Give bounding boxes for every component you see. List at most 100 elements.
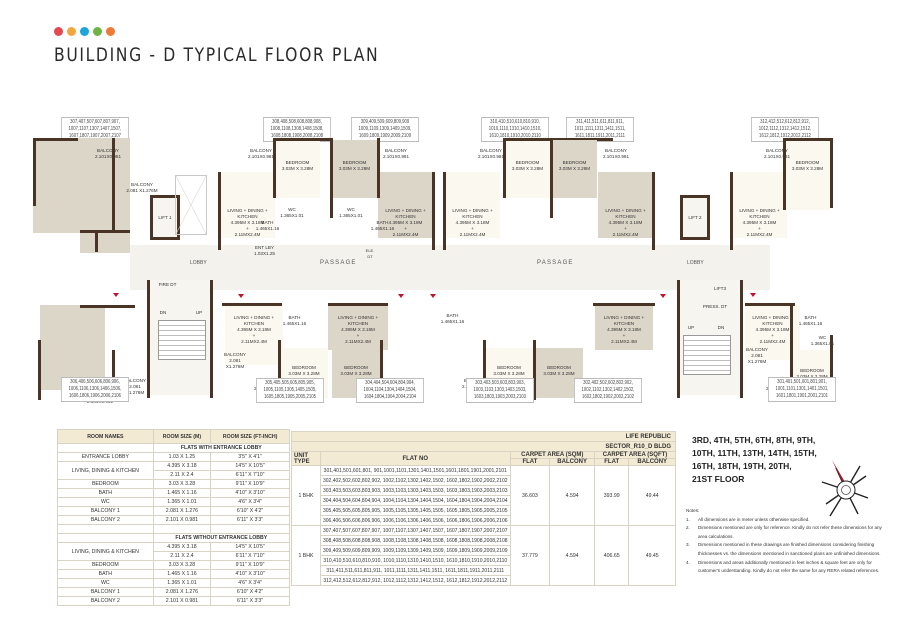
passage-area [130, 245, 770, 290]
flat-311-bedroom-label: BEDROOM 3.03M X 3.28M [558, 160, 591, 171]
col-carpet-sqft: CARPET AREA (SQFT) [594, 451, 676, 459]
color-dots [54, 27, 115, 36]
wall [483, 340, 486, 400]
flat-311-bedroom [552, 140, 597, 198]
wall [210, 280, 213, 398]
floor-plan: 307,407,507,607,807,907, 1007,1107,1307,… [20, 110, 883, 430]
wall [147, 280, 150, 398]
col-flat-no: FLAT NO [319, 451, 511, 466]
flat-label-top-1: 307,407,507,607,807,907, 1007,1107,1307,… [61, 117, 129, 142]
flat-303-bath: BATH 1.465X1.16 [440, 313, 465, 324]
col-carpet-sqm: CARPET AREA (SQM) [509, 451, 596, 459]
lobby-label-left: LOBBY [190, 260, 207, 266]
room-size-ft: 6'10" X 4'2" [210, 506, 290, 516]
wall [80, 305, 135, 308]
wall [783, 138, 833, 141]
flat-308-bath: BATH 1.465X1.16 [255, 220, 280, 231]
note-item: 4.Dimensions and areas additionally ment… [686, 559, 886, 576]
flat-308-living-label: LIVING + DINING + KITCHEN 4.395M X 3.18M… [227, 208, 268, 237]
wall [745, 303, 795, 306]
wall [443, 172, 446, 250]
notes-section: Notes: 1.All dimensions are in meter unl… [686, 507, 886, 576]
stair-up-right: UP [687, 325, 695, 330]
note-text: Dimensions mentioned in these drawings a… [698, 542, 881, 556]
flat-310-bedroom-label: BEDROOM 3.03M X 3.28M [511, 160, 544, 171]
wall [112, 138, 115, 230]
flat-label-top-3: 309,409,509,609,809,909 1009,1109,1309,1… [351, 117, 419, 142]
press-dt-label: PRESS. DT [702, 304, 728, 309]
flat-309-living [378, 172, 433, 238]
room-size-ft: 6'11" X 3'3" [210, 515, 290, 525]
flat-label-bottom-4: 303,403,503,603,803,903, 1003,1103,1303,… [466, 378, 534, 403]
flat-312-living [732, 172, 787, 238]
dot-blue [80, 27, 89, 36]
wall [112, 350, 115, 400]
ele-dt-label: ELE. DT [365, 248, 375, 259]
wall [550, 138, 553, 218]
room-name: WC [57, 578, 154, 588]
flat-304-bedroom-label: BEDROOM 3.03M X 3.28M [340, 365, 372, 376]
room-size-m: 1.365 X 1.01 [152, 578, 212, 588]
room-name: LIVING, DINING & KITCHEN [57, 542, 154, 561]
flat-305-bath: BATH 1.465X1.16 [282, 315, 307, 326]
flat-312-living-label: LIVING + DINING + KITCHEN 4.395M X 3.18M… [739, 208, 780, 237]
flat-305-living [225, 305, 283, 365]
room-size-m: 1.03 X 1.25 [152, 452, 212, 462]
unit-type: 1 BHK [291, 465, 321, 526]
room-name: WC [57, 497, 154, 507]
wall [33, 138, 78, 141]
stair-dn-right: DN [717, 325, 725, 330]
lift-1-label: LIFT 1 [158, 215, 172, 220]
flat-numbers: 303,403,503,603,803,903, 1003,1103,1303,… [319, 485, 511, 496]
room-name: BEDROOM [57, 479, 154, 489]
room-name: BALCONY 1 [57, 587, 154, 597]
flat-310-living [445, 172, 500, 238]
lift-2 [680, 195, 710, 240]
note-text: Dimensions and areas additionally mentio… [698, 559, 880, 574]
table-row: 312,412,512,612,812,912, 1012,1112,1312,… [292, 575, 676, 586]
entry-arrow-icon [398, 294, 404, 298]
room-size-ft: 4'6" X 3'4" [210, 578, 290, 588]
entry-arrow-icon [113, 293, 119, 297]
flat-308-bedroom-label: BEDROOM 3.03M X 3.28M [281, 160, 314, 171]
flat-label-top-2: 308,408,508,608,808,908, 1008,1108,1308,… [263, 117, 331, 142]
entry-arrow-icon [430, 294, 436, 298]
flat-numbers: 302,402,502,602,802,902, 1002,1102,1302,… [319, 475, 511, 486]
note-number: 3. [686, 542, 690, 548]
passage-label-left: PASSAGE [320, 260, 357, 266]
flat-309-balcony2: BALCONY 2.101X0.981 [382, 148, 410, 159]
flat-310-living-label: LIVING + DINING + KITCHEN 4.395M X 3.18M… [452, 208, 493, 237]
room-size-ft: 4'10" X 3'10" [210, 488, 290, 498]
room-size-ft: 14'5" X 10'5" [210, 461, 290, 471]
sqft-flat: 406.65 [594, 525, 630, 586]
flat-306-balcony1: BALCONY 2.081 X1.276M [124, 378, 146, 395]
flat-305-bedroom-label: BEDROOM 3.03M X 3.28M [288, 365, 320, 376]
flat-numbers: 305,405,505,605,805,905, 1005,1105,1305,… [319, 505, 511, 516]
sqm-balcony: 4.594 [549, 465, 596, 526]
room-size-ft: 9'11" X 10'9" [210, 479, 290, 489]
wall [278, 340, 281, 400]
room-size-m: 3.03 X 3.28 [152, 560, 212, 570]
project-name: LIFE REPUBLIC [291, 431, 676, 442]
room-name: BALCONY 1 [57, 506, 154, 516]
wall [222, 303, 282, 306]
unit-type: 1 BHK [291, 525, 321, 586]
flat-305-living-label: LIVING + DINING + KITCHEN 4.395M X 3.18M… [233, 315, 275, 344]
sector-name: SECTOR_R10_D BLDG [291, 441, 676, 452]
flat-312-bedroom-label: BEDROOM 3.03M X 3.28M [791, 160, 824, 171]
room-size-ft: 4'10" X 3'10" [210, 569, 290, 579]
stair-dn-left: DN [159, 310, 167, 315]
wall [328, 303, 388, 306]
flat-label-bottom-6: 301,401,501,601,801,901, 1001,1101,1301,… [768, 377, 836, 402]
flat-308-wc: WC 1.365X1.01 [280, 207, 304, 218]
flat-numbers: 306,406,506,606,806,906, 1006,1106,1306,… [319, 515, 511, 526]
flat-309-bedroom-label: BEDROOM 3.03M X 3.28M [338, 160, 371, 171]
